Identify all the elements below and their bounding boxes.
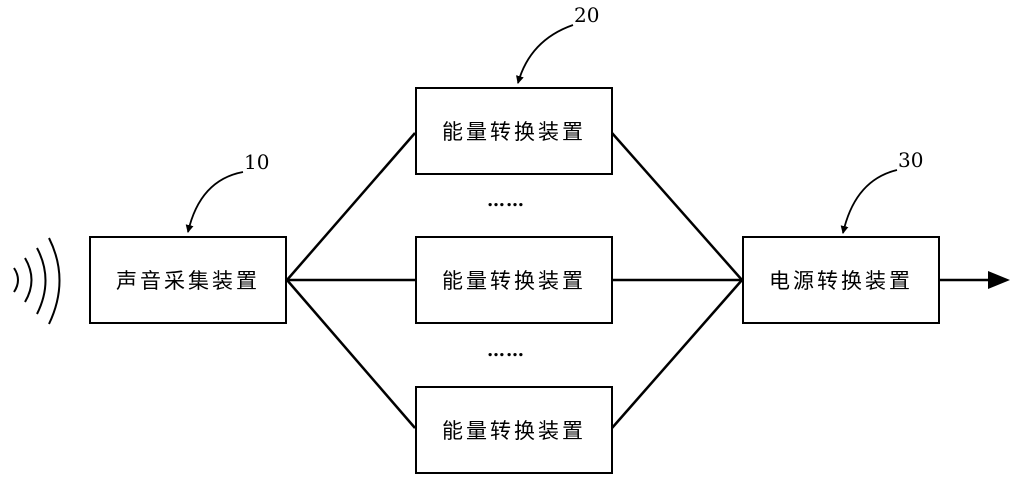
ellipsis-upper: …… <box>487 190 525 211</box>
ref-number-10: 10 <box>244 150 270 174</box>
energy-converter-middle-box: 能量转换装置 <box>415 236 613 324</box>
energy-converter-middle-label: 能量转换装置 <box>442 269 586 293</box>
sound-collector-box: 声音采集装置 <box>89 236 287 324</box>
energy-converter-top-box: 能量转换装置 <box>415 87 613 175</box>
ref-number-20: 20 <box>574 3 600 27</box>
link-collector-to-top <box>286 132 416 281</box>
ref-leader-10 <box>185 171 244 233</box>
energy-converter-top-label: 能量转换装置 <box>442 120 586 144</box>
power-converter-label: 电源转换装置 <box>769 269 913 293</box>
link-top-to-power <box>611 132 743 281</box>
link-collector-to-bottom <box>286 279 416 429</box>
ellipsis-lower: …… <box>487 340 525 361</box>
energy-converter-bottom-box: 能量转换装置 <box>415 386 613 474</box>
ref-leader-20 <box>516 24 574 84</box>
output-arrow-icon <box>940 271 1010 289</box>
ref-leader-30 <box>840 169 898 234</box>
sound-wave-icon <box>13 237 61 325</box>
energy-converter-bottom-label: 能量转换装置 <box>442 419 586 443</box>
sound-collector-label: 声音采集装置 <box>116 269 260 293</box>
link-bottom-to-power <box>611 279 743 429</box>
ref-number-30: 30 <box>898 148 924 172</box>
power-converter-box: 电源转换装置 <box>742 236 940 324</box>
